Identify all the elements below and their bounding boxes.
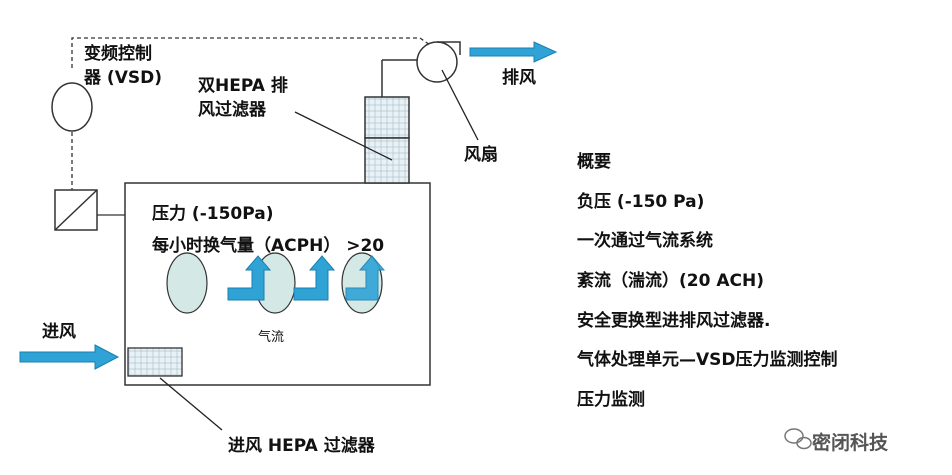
summary-item-turbulence: 紊流（湍流）(20 ACH) — [577, 271, 764, 291]
summary-title: 概要 — [577, 152, 611, 172]
exhaust-arrow — [469, 41, 558, 63]
intake-arrow — [19, 344, 120, 370]
summary-item-vsd-control: 气体处理单元—VSD压力监测控制 — [577, 350, 838, 370]
exhaust-label: 排风 — [502, 68, 536, 88]
control-signal-line — [71, 37, 441, 68]
fan-label: 风扇 — [464, 145, 498, 165]
hepa-exhaust-label-line1: 双HEPA 排 — [198, 76, 288, 96]
dual-hepa-exhaust-filter — [364, 59, 418, 184]
airflow-arrow-3 — [345, 255, 386, 301]
achp-label: 每小时换气量（ACPH） >20 — [152, 236, 385, 256]
wechat-icon — [784, 428, 812, 450]
intake-hepa-label: 进风 HEPA 过滤器 — [228, 436, 375, 456]
summary-item-filters: 安全更换型进排风过滤器. — [577, 311, 771, 331]
watermark-text: 密闭科技 — [812, 432, 889, 454]
leader-fan — [441, 69, 479, 141]
fan-icon — [416, 41, 461, 83]
intake-hepa-filter — [127, 347, 183, 377]
airflow-arrow-1 — [227, 255, 272, 301]
airflow-label: 气流 — [258, 330, 285, 345]
summary-item-single-pass: 一次通过气流系统 — [577, 231, 713, 251]
turbulence-ellipse-1 — [166, 252, 208, 314]
airflow-arrow-2 — [293, 255, 336, 301]
summary-item-negative-pressure: 负压 (-150 Pa) — [577, 192, 705, 212]
vsd-controller-circle — [51, 82, 93, 132]
vsd-label-line1: 变频控制 — [84, 44, 152, 64]
pressure-label: 压力 (-150Pa) — [152, 204, 274, 224]
leader-exhaust-hepa — [294, 111, 393, 161]
leader-intake-hepa — [159, 377, 223, 431]
vsd-label-line2: 器 (VSD) — [84, 68, 162, 88]
intake-label: 进风 — [42, 322, 76, 342]
hepa-exhaust-label-line2: 风过滤器 — [198, 100, 266, 120]
summary-item-pressure-monitor: 压力监测 — [577, 390, 645, 410]
